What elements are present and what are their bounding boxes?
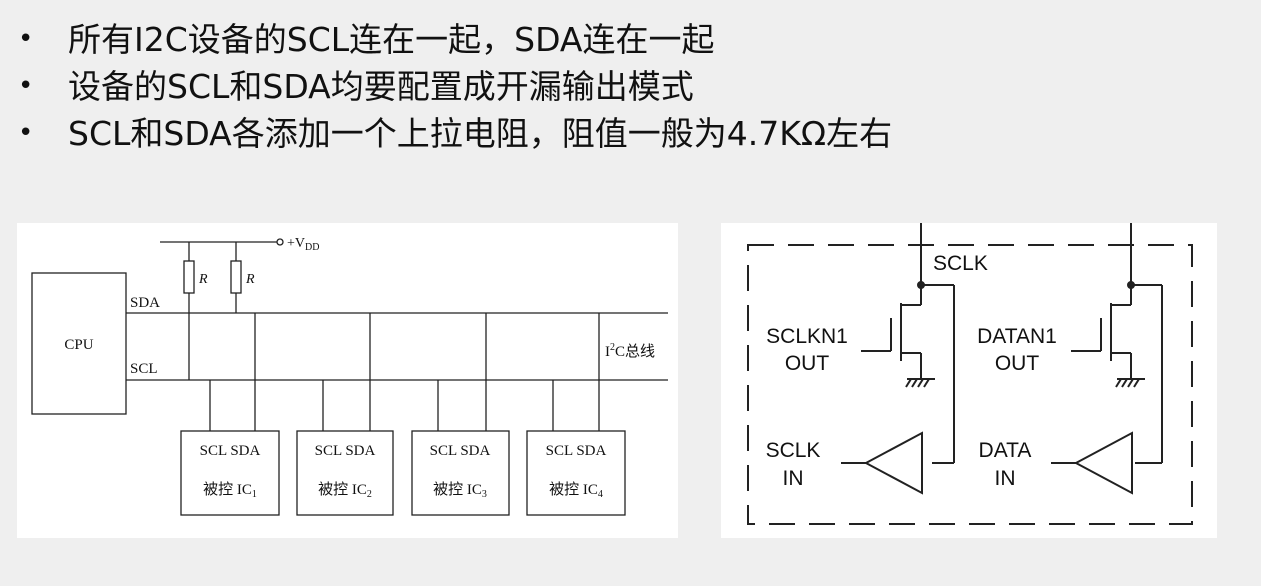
slave-name-label: 被控 IC2	[318, 481, 372, 500]
scl-label: SCL	[130, 361, 158, 377]
slave-name-label: 被控 IC1	[203, 481, 257, 500]
sclk-top-label: SCLK	[933, 252, 988, 275]
i2c-bus-svg: +VDD R R CPU SDA SCL I2C总线 SCL SDA 被控 IC…	[31, 236, 668, 516]
bullet-text: 所有I2C设备的SCL连在一起，SDA连在一起	[68, 20, 715, 59]
bullet-dot: •	[18, 118, 34, 148]
slave-ic-3: SCL SDA 被控 IC3	[430, 443, 491, 500]
vdd-label: +VDD	[287, 236, 319, 253]
sclk-in-label-1: SCLK	[766, 439, 821, 462]
bullet-text: 设备的SCL和SDA均要配置成开漏输出模式	[68, 67, 694, 106]
resistor-label-1: R	[198, 272, 208, 287]
slave-pins-label: SCL SDA	[315, 443, 376, 459]
slave-name-label: 被控 IC3	[433, 481, 487, 500]
slave-pins-label: SCL SDA	[430, 443, 491, 459]
sda-label: SDA	[130, 295, 160, 311]
slave-pins-label: SCL SDA	[546, 443, 607, 459]
datan1-out-label-1: DATAN1	[977, 325, 1057, 348]
datan1-out-label-2: OUT	[995, 352, 1040, 375]
resistor-label-2: R	[245, 272, 255, 287]
sclk-in-label-2: IN	[783, 467, 804, 490]
bullet-item-3: • SCL和SDA各添加一个上拉电阻，阻值一般为4.7KΩ左右	[18, 110, 892, 157]
data-in-label-2: IN	[995, 467, 1016, 490]
open-drain-svg: SCLK SCLKN1 OUT DATAN1 OUT SCLK IN DATA …	[747, 223, 1193, 525]
bullet-dot: •	[18, 24, 34, 54]
i2c-bus-diagram: +VDD R R CPU SDA SCL I2C总线 SCL SDA 被控 IC…	[17, 223, 678, 538]
sclkn1-out-label-2: OUT	[785, 352, 830, 375]
slave-name-label: 被控 IC4	[549, 481, 603, 500]
bullet-item-2: • 设备的SCL和SDA均要配置成开漏输出模式	[18, 63, 892, 110]
bus-label: I2C总线	[605, 342, 655, 360]
bullet-list: • 所有I2C设备的SCL连在一起，SDA连在一起 • 设备的SCL和SDA均要配置…	[18, 16, 892, 157]
slave-ic-1: SCL SDA 被控 IC1	[200, 443, 261, 500]
cpu-label: CPU	[64, 337, 93, 353]
sclkn1-out-label-1: SCLKN1	[766, 325, 848, 348]
bullet-item-1: • 所有I2C设备的SCL连在一起，SDA连在一起	[18, 16, 892, 63]
open-drain-circuit-diagram: SCLK SCLKN1 OUT DATAN1 OUT SCLK IN DATA …	[721, 223, 1217, 538]
bullet-dot: •	[18, 71, 34, 101]
slave-ic-4: SCL SDA 被控 IC4	[546, 443, 607, 500]
slave-pins-label: SCL SDA	[200, 443, 261, 459]
slave-ic-2: SCL SDA 被控 IC2	[315, 443, 376, 500]
bullet-text: SCL和SDA各添加一个上拉电阻，阻值一般为4.7KΩ左右	[68, 114, 893, 153]
data-in-label-1: DATA	[979, 439, 1032, 462]
